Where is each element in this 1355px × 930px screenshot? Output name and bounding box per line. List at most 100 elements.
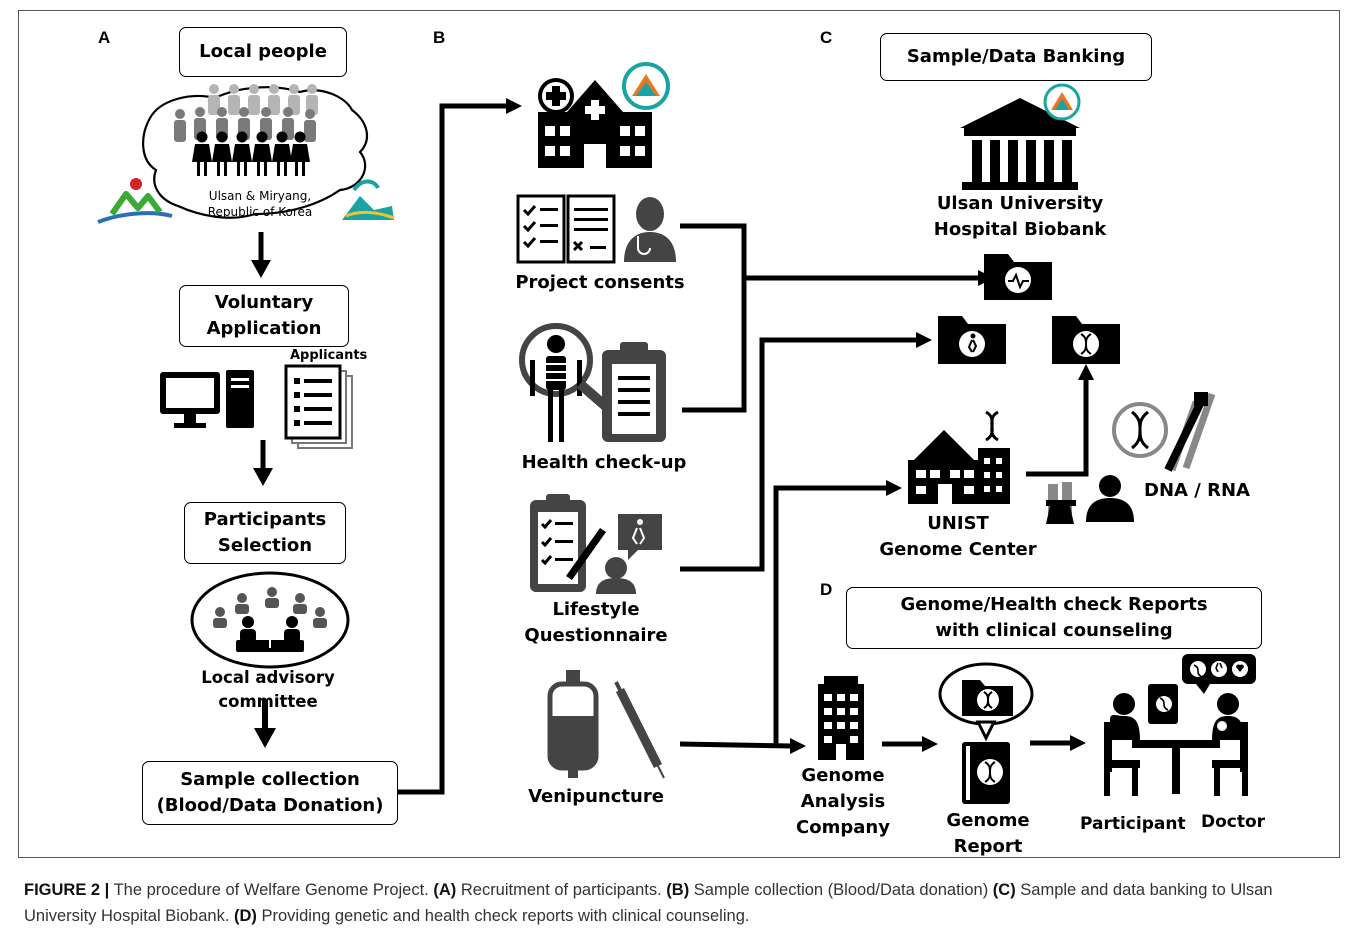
arrow-to-dna-folder [1078, 364, 1094, 380]
lifestyle-line-2: Questionnaire [524, 625, 668, 647]
voluntary-application-box: Voluntary Application [179, 285, 349, 347]
unist-building-icon [908, 410, 1010, 504]
genome-report-label: Genome Report [946, 810, 1030, 858]
caption-intro: The procedure of Welfare Genome Project. [109, 881, 434, 899]
arrow-to-unist [886, 480, 902, 496]
committee-icon [190, 571, 350, 669]
hospital-icon [538, 78, 652, 168]
caption-b-text: Sample collection (Blood/Data donation) [689, 881, 993, 899]
arrow-company-to-report [882, 736, 938, 752]
applicant-forms-icon [284, 364, 353, 449]
banking-label: Sample/Data Banking [906, 45, 1126, 67]
arrow-to-company [790, 738, 806, 754]
reports-line-2: with clinical counseling [935, 620, 1173, 641]
caption-b-tag: (B) [666, 881, 690, 899]
sample-line-1: Sample collection [180, 768, 360, 790]
panel-label-d: D [820, 580, 833, 599]
panel-label-b: B [433, 28, 446, 47]
checkup-label: Health check-up [521, 452, 687, 473]
reports-box: Genome/Health check Reports with clinica… [846, 587, 1262, 649]
company-building-icon [818, 676, 864, 760]
genome-report-book-icon [962, 742, 1010, 804]
consent-forms-icon [516, 194, 616, 264]
local-people-box: Local people [179, 27, 347, 77]
caption-a-text: Recruitment of participants. [456, 881, 667, 899]
banking-box: Sample/Data Banking [880, 33, 1152, 81]
caption-a-tag: (A) [433, 881, 457, 899]
dna-rna-label: DNA / RNA [1144, 480, 1250, 501]
company-line-1: Genome [801, 765, 885, 786]
caption-c-tag: (C) [992, 881, 1016, 899]
unist-line-1: UNIST [927, 513, 989, 534]
voluntary-line-2: Application [206, 318, 322, 339]
venipuncture-label: Venipuncture [528, 786, 664, 807]
connector-consents [680, 223, 980, 413]
arrow-a3 [254, 700, 276, 748]
miryang-logo-icon [342, 179, 395, 220]
company-label: Genome Analysis Company [790, 763, 896, 841]
region-line-1: Ulsan & Miryang, [208, 189, 312, 203]
region-line-2: Republic of Korea [207, 205, 313, 220]
heart-folder-icon [984, 254, 1052, 300]
consents-label: Project consents [515, 272, 685, 293]
participants-line-1: Participants [203, 508, 327, 530]
panel-label-c: C [820, 28, 833, 47]
lifestyle-person-icon [596, 514, 662, 594]
company-line-2: Analysis [800, 791, 886, 813]
participants-line-2: Selection [217, 535, 313, 556]
caption-d-tag: (D) [234, 906, 257, 925]
bank-building-icon [960, 98, 1080, 190]
dna-pipette-icon [1112, 392, 1216, 472]
biobank-logo-icon [622, 62, 670, 110]
panel-label-a: A [98, 28, 111, 47]
arrow-a1 [251, 232, 271, 278]
participants-selection-box: Participants Selection [184, 502, 346, 564]
figure-caption: FIGURE 2 | The procedure of Welfare Geno… [24, 878, 1344, 929]
local-people-label: Local people [199, 40, 327, 62]
arrow-to-lifestyle-folder [916, 332, 932, 348]
unist-line-2: Genome Center [879, 539, 1037, 561]
biobank-logo-small-icon [1043, 83, 1081, 121]
skeleton-magnifier-icon [519, 323, 614, 442]
caption-figure: FIGURE 2 | [24, 881, 110, 899]
applicants-label: Applicants [290, 348, 368, 363]
questionnaire-icon [530, 494, 606, 592]
voluntary-line-1: Voluntary [214, 291, 314, 313]
computer-icon [160, 370, 254, 428]
participant-label: Participant [1080, 814, 1186, 834]
reports-line-1: Genome/Health check Reports [900, 593, 1208, 615]
region-label: Ulsan & Miryang, Republic of Korea [190, 188, 330, 220]
lifestyle-line-1: Lifestyle [552, 599, 640, 620]
sample-collection-box: Sample collection (Blood/Data Donation) [142, 761, 398, 825]
ulsan-logo-icon [97, 178, 173, 224]
doctor-icon [624, 197, 676, 262]
figure-frame [18, 10, 1340, 858]
syringe-icon [614, 681, 665, 779]
connector-unist-to-folder [1026, 378, 1089, 477]
walking-folder-icon [938, 316, 1006, 364]
arrow-a-to-b [398, 98, 522, 795]
blood-bag-icon [547, 670, 599, 778]
biobank-label: Ulsan University Hospital Biobank [900, 191, 1140, 243]
lifestyle-label: Lifestyle Questionnaire [500, 597, 692, 649]
people-crowd-icon [174, 84, 318, 176]
biobank-line-1: Ulsan University [936, 193, 1104, 214]
biobank-line-2: Hospital Biobank [933, 219, 1107, 241]
doctor-label: Doctor [1200, 812, 1266, 832]
dna-folder-icon [1052, 316, 1120, 364]
committee-label: Local advisory committee [201, 668, 335, 711]
company-line-3: Company [796, 817, 890, 839]
lab-scientist-icon [1046, 475, 1134, 524]
report-speech-bubble-icon [938, 662, 1034, 742]
sample-line-2: (Blood/Data Donation) [156, 795, 384, 816]
unist-label: UNIST Genome Center [876, 511, 1040, 563]
counseling-scene-icon [1104, 654, 1256, 796]
arrow-report-to-counseling [1030, 735, 1086, 751]
caption-c-text: Sample and data banking to Ulsan Univers… [24, 881, 1273, 925]
connector-lifestyle [680, 337, 918, 572]
caption-d-text: Providing genetic and health check repor… [256, 906, 750, 925]
arrow-a2 [253, 440, 273, 486]
clipboard-icon [602, 342, 666, 442]
connector-venipuncture [679, 485, 888, 749]
